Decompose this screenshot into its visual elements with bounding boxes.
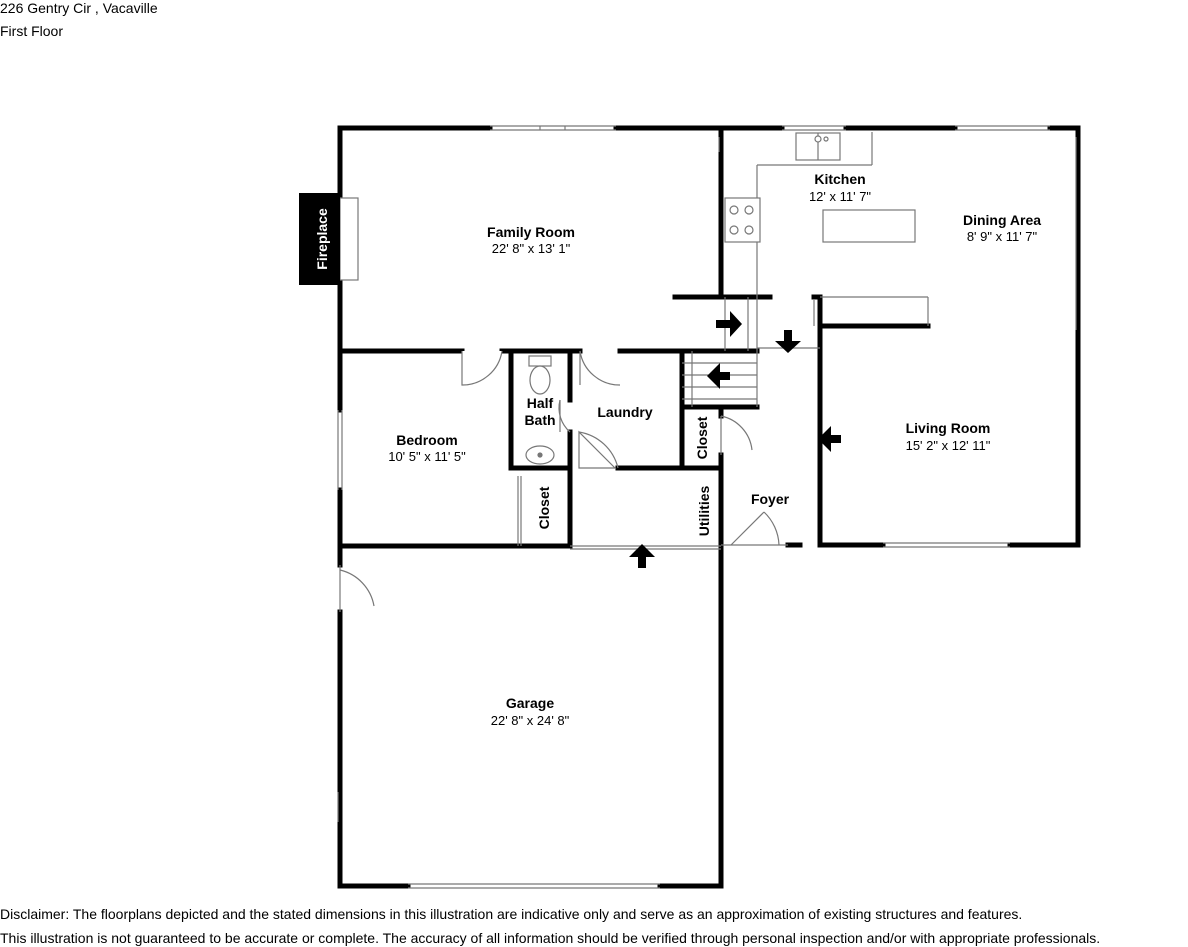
fixtures	[339, 132, 916, 465]
family-room-name: Family Room	[487, 224, 575, 240]
toilet-bowl	[529, 365, 551, 395]
disclaimer-line2: This illustration is not guaranteed to b…	[0, 930, 1101, 946]
bedroom-name: Bedroom	[396, 432, 457, 448]
stove	[724, 197, 761, 243]
hall-closet-name: Closet	[694, 416, 710, 459]
dining-area-name: Dining Area	[963, 212, 1041, 228]
foyer-name: Foyer	[751, 491, 790, 507]
living-room-name: Living Room	[906, 420, 991, 436]
utilities-name: Utilities	[696, 486, 712, 537]
direction-arrows	[629, 311, 841, 568]
arrow-left-icon	[707, 363, 730, 389]
disclaimer-line1: Disclaimer: The floorplans depicted and …	[0, 906, 1023, 922]
windows	[337, 125, 1077, 889]
family-room-dims: 22' 8" x 13' 1"	[492, 241, 571, 256]
arrow-left-icon	[818, 426, 841, 452]
hearth	[339, 197, 359, 281]
kitchen-dims: 12' x 11' 7"	[809, 189, 871, 204]
arrow-right-icon	[716, 311, 742, 337]
garage-name: Garage	[506, 695, 554, 711]
fireplace: Fireplace	[299, 193, 340, 285]
living-room-dims: 15' 2" x 12' 11"	[906, 438, 991, 453]
arrow-up-icon	[629, 544, 655, 568]
dining-area-dims: 8' 9" x 11' 7"	[967, 229, 1038, 244]
laundry-name: Laundry	[597, 404, 652, 420]
address-title: 226 Gentry Cir , Vacaville	[0, 0, 158, 16]
kitchen-name: Kitchen	[814, 171, 865, 187]
half-bath-line1: Half	[527, 395, 554, 411]
fireplace-label: Fireplace	[314, 208, 330, 270]
arrow-down-icon	[775, 330, 801, 353]
doors	[339, 350, 780, 612]
kitchen-island	[822, 209, 916, 243]
bedroom-dims: 10' 5" x 11' 5"	[388, 449, 466, 464]
floor-label: First Floor	[0, 23, 63, 39]
toilet-tank	[528, 355, 552, 367]
walls	[337, 125, 1081, 889]
bedroom-closet-name: Closet	[536, 486, 552, 529]
half-bath-line2: Bath	[524, 412, 555, 428]
garage-dims: 22' 8" x 24' 8"	[491, 713, 570, 728]
